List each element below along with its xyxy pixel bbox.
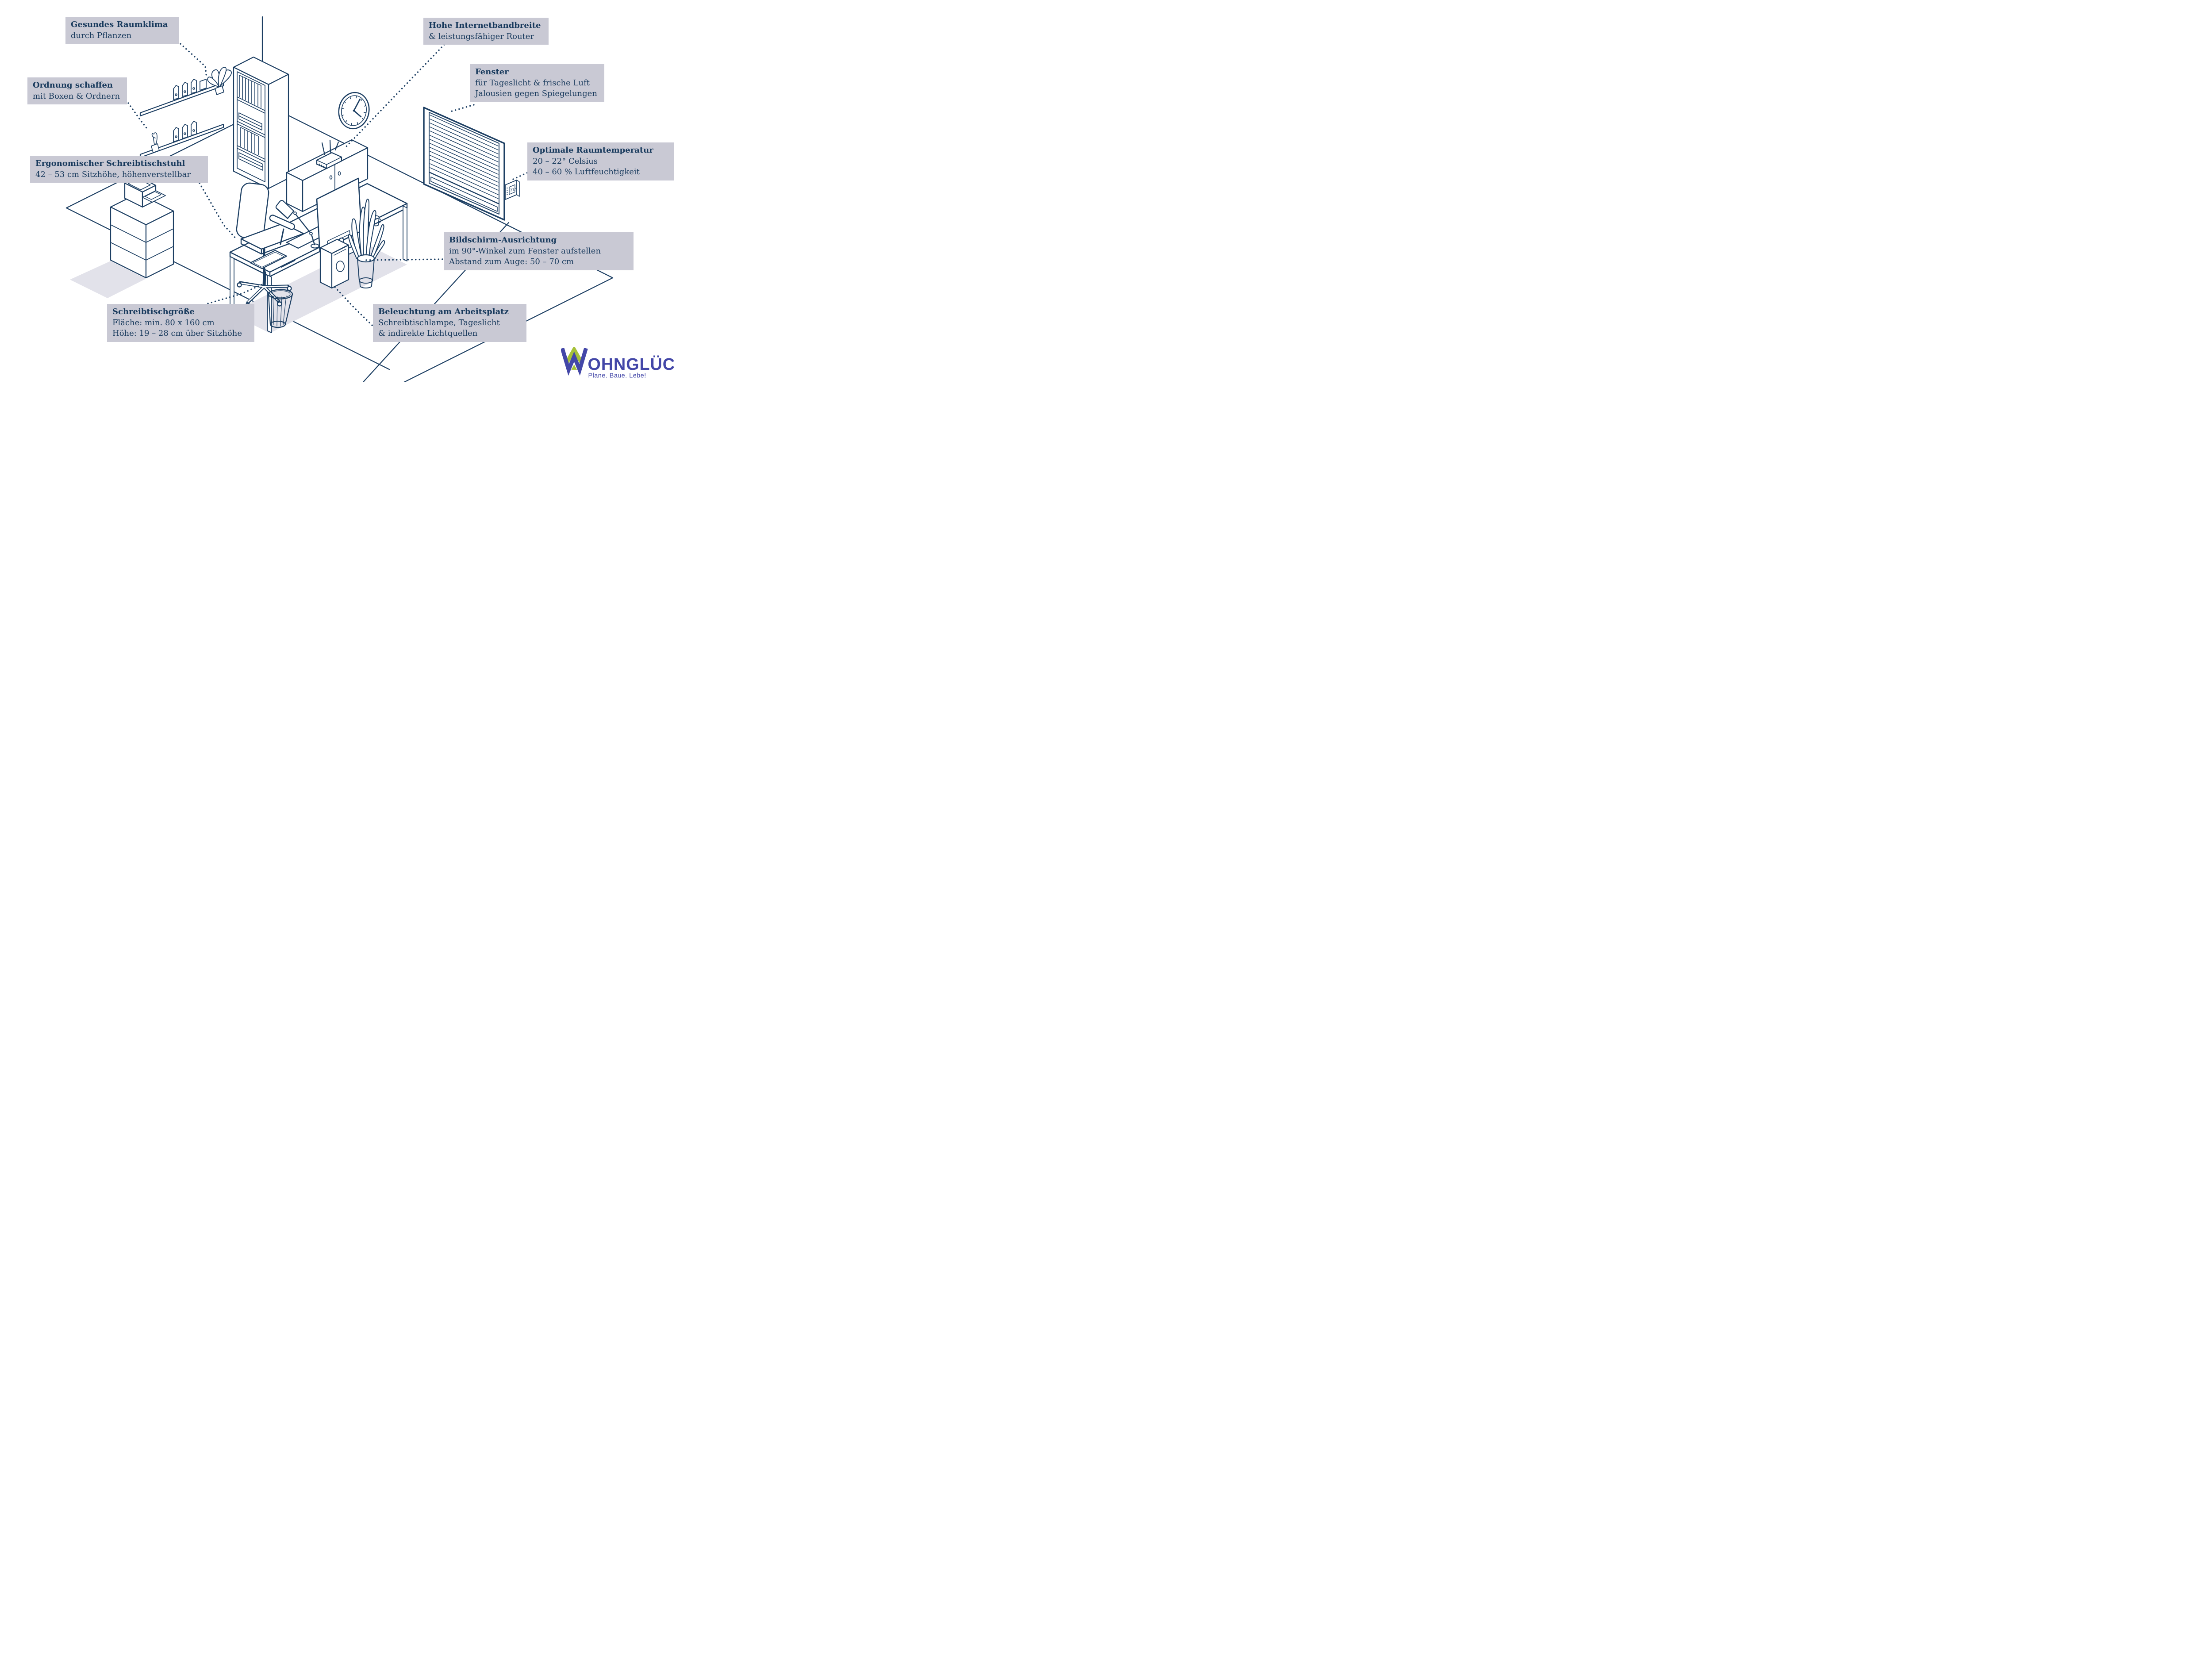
label-line: mit Boxen & Ordnern bbox=[33, 91, 120, 101]
label-line: 42 – 53 cm Sitzhöhe, höhenverstellbar bbox=[35, 169, 191, 179]
floor-shadows bbox=[70, 245, 407, 333]
label-gesundes-raumklima: Gesundes Raumklima durch Pflanzen bbox=[65, 17, 179, 44]
label-schreibtischgroesse: Schreibtischgröße Fläche: min. 80 x 160 … bbox=[107, 304, 254, 342]
wohnglueck-logo: OHNGLÜCK Plane. Baue. Lebe! bbox=[560, 346, 680, 380]
potted-plant-icon bbox=[207, 67, 232, 95]
wall-shelves bbox=[139, 67, 232, 158]
label-title: Bildschirm-Ausrichtung bbox=[449, 235, 557, 245]
label-fenster: Fenster für Tageslicht & frische Luft Ja… bbox=[470, 64, 604, 102]
label-title: Ergonomischer Schreibtischstuhl bbox=[35, 159, 185, 168]
binders-icon bbox=[173, 79, 207, 100]
thermostat-icon: 21° bbox=[505, 180, 520, 200]
label-line: für Tageslicht & frische Luft bbox=[475, 78, 590, 88]
label-title: Gesundes Raumklima bbox=[71, 20, 168, 29]
label-ordnung-schaffen: Ordnung schaffen mit Boxen & Ordnern bbox=[27, 77, 127, 104]
label-beleuchtung-am-arbeitsplatz: Beleuchtung am Arbeitsplatz Schreibtisch… bbox=[373, 304, 526, 342]
drawer-cabinet bbox=[110, 192, 174, 279]
leader-lines bbox=[127, 43, 529, 328]
printer-icon bbox=[124, 172, 166, 208]
isometric-room-illustration: 21° bbox=[65, 16, 614, 382]
label-line: 20 – 22° Celsius bbox=[533, 156, 598, 166]
label-line: & indirekte Lichtquellen bbox=[378, 329, 478, 338]
label-title: Fenster bbox=[475, 67, 509, 77]
label-line: Jalousien gegen Spiegelungen bbox=[475, 89, 597, 98]
label-line: Fläche: min. 80 x 160 cm bbox=[112, 318, 215, 327]
label-line: im 90°-Winkel zum Fenster aufstellen bbox=[449, 246, 601, 256]
infographic-home-office: 21° bbox=[0, 0, 680, 382]
snake-plant-icon bbox=[348, 199, 385, 288]
logo-tagline: Plane. Baue. Lebe! bbox=[588, 373, 646, 380]
label-ergonomischer-schreibtischstuhl: Ergonomischer Schreibtischstuhl 42 – 53 … bbox=[30, 156, 208, 183]
bookshelf bbox=[233, 56, 289, 189]
label-title: Beleuchtung am Arbeitsplatz bbox=[378, 307, 509, 316]
cactus-icon bbox=[151, 132, 160, 153]
label-line: 40 – 60 % Luftfeuchtigkeit bbox=[533, 167, 640, 177]
label-line: Höhe: 19 – 28 cm über Sitzhöhe bbox=[112, 329, 242, 338]
wall-clock-icon bbox=[338, 92, 370, 130]
window-with-blinds bbox=[423, 107, 505, 221]
thermostat-display: 21° bbox=[510, 187, 517, 192]
label-hohe-internetbandbreite: Hohe Internetbandbreite & leistungsfähig… bbox=[423, 18, 549, 45]
label-optimale-raumtemperatur: Optimale Raumtemperatur 20 – 22° Celsius… bbox=[527, 142, 674, 180]
wastebasket-icon bbox=[268, 289, 293, 328]
label-title: Schreibtischgröße bbox=[112, 307, 195, 316]
tablet-icon bbox=[250, 250, 296, 269]
label-line: durch Pflanzen bbox=[71, 31, 132, 40]
pc-tower-icon bbox=[319, 238, 349, 289]
label-line: Abstand zum Auge: 50 – 70 cm bbox=[449, 257, 574, 266]
label-line: & leistungsfähiger Router bbox=[429, 31, 534, 41]
label-title: Hohe Internetbandbreite bbox=[429, 21, 541, 30]
label-line: Schreibtischlampe, Tageslicht bbox=[378, 318, 500, 327]
label-title: Ordnung schaffen bbox=[33, 81, 113, 90]
desk-lamp-icon bbox=[275, 200, 319, 249]
wohnglueck-logo-mark-icon bbox=[560, 346, 588, 376]
label-title: Optimale Raumtemperatur bbox=[533, 146, 653, 155]
logo-wordmark: OHNGLÜCK bbox=[588, 355, 675, 373]
wifi-router-icon bbox=[316, 139, 342, 169]
label-bildschirm-ausrichtung: Bildschirm-Ausrichtung im 90°-Winkel zum… bbox=[444, 232, 634, 270]
